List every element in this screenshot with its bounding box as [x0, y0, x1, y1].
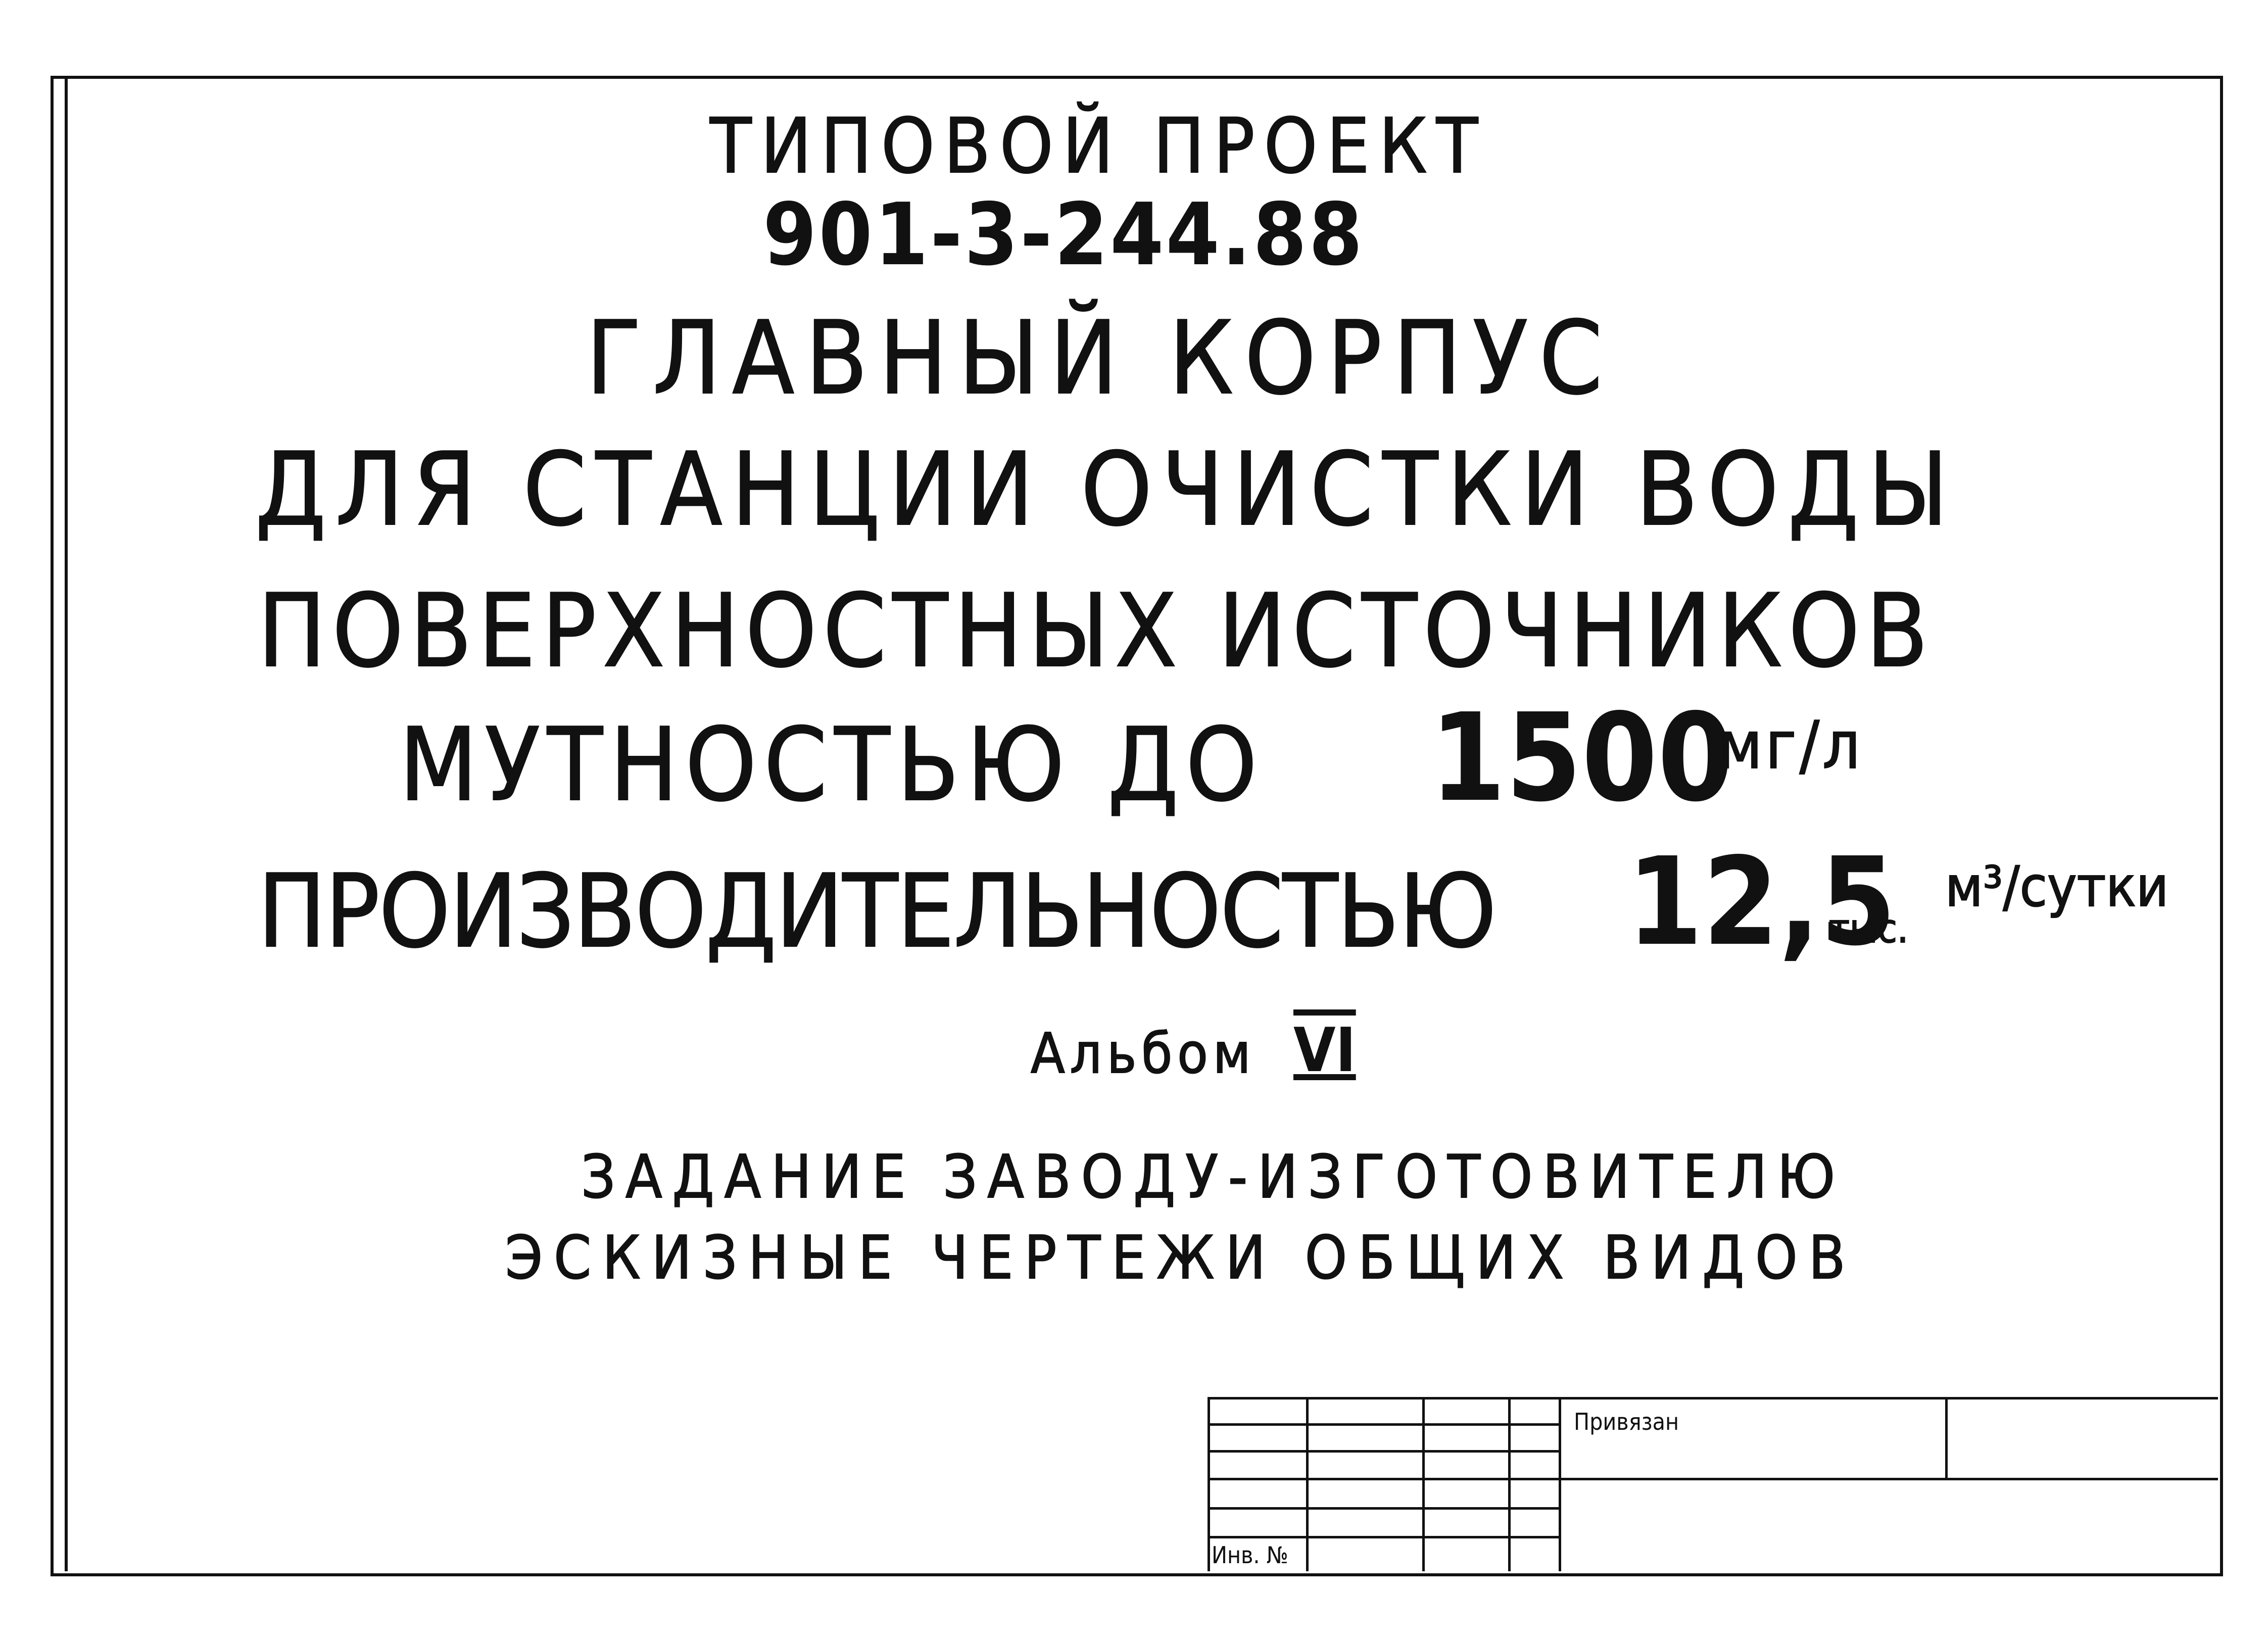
- task-subtitle: ЗАДАНИЕ ЗАВОДУ-ИЗГОТОВИТЕЛЮ: [581, 1142, 1845, 1212]
- tb-line: [1208, 1478, 1561, 1480]
- outer-frame: [51, 76, 2223, 1576]
- tb-line: [1208, 1507, 1561, 1510]
- attached-label: Привязан: [1574, 1408, 1679, 1435]
- building-name: ГЛАВНЫЙ КОРПУС: [586, 300, 1614, 417]
- inner-frame-line: [65, 76, 2219, 1571]
- capacity-unit-thousand: тыс.: [1828, 906, 1909, 952]
- turbidity-text: МУТНОСТЬЮ ДО: [399, 706, 1265, 824]
- tb-line: [1208, 1397, 1210, 1571]
- source-line: ПОВЕРХНОСТНЫХ ИСТОЧНИКОВ: [257, 572, 1935, 690]
- tb-line: [1945, 1397, 1948, 1480]
- title-block: Привязан Инв. №: [1208, 1397, 2218, 1571]
- tb-line: [1306, 1397, 1309, 1571]
- tb-line: [1559, 1397, 1561, 1571]
- turbidity-value: 1500: [1430, 687, 1733, 829]
- capacity-value: 12,5: [1627, 831, 1896, 973]
- tb-line: [1208, 1450, 1561, 1453]
- album-word: Альбом: [1030, 1021, 1256, 1086]
- tb-line: [1208, 1536, 1561, 1538]
- project-number: 901-3-244.88: [763, 185, 1365, 285]
- tb-line: [1208, 1397, 2218, 1399]
- tb-line: [1208, 1423, 1561, 1426]
- album-number: VI: [1293, 1016, 1356, 1086]
- purpose-line: ДЛЯ СТАНЦИИ ОЧИСТКИ ВОДЫ: [255, 431, 1958, 549]
- inventory-number-label: Инв. №: [1212, 1541, 1288, 1569]
- turbidity-unit: мг/л: [1717, 707, 1863, 784]
- drawings-subtitle: ЭСКИЗНЫЕ ЧЕРТЕЖИ ОБЩИХ ВИДОВ: [505, 1223, 1857, 1292]
- tb-line: [1559, 1478, 2218, 1480]
- tb-line: [1508, 1397, 1511, 1571]
- tb-line: [1422, 1397, 1425, 1571]
- capacity-text: ПРОИЗВОДИТЕЛЬНОСТЬЮ: [257, 853, 1497, 971]
- capacity-unit: м³/сутки: [1945, 854, 2169, 919]
- project-type-title: ТИПОВОЙ ПРОЕКТ: [709, 103, 1487, 190]
